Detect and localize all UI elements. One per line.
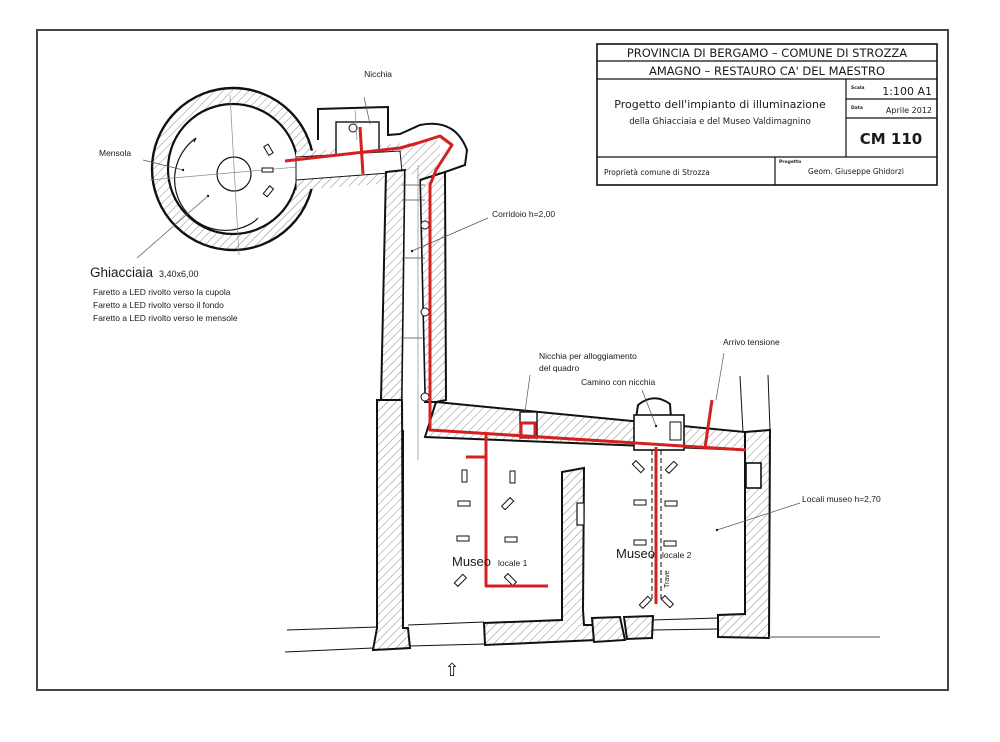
label-trave: Trave bbox=[664, 570, 671, 588]
designer-name: Geom. Giuseppe Ghidorzi bbox=[808, 167, 904, 176]
legend-item-2: Faretto a LED rivolto verso il fondo bbox=[93, 300, 224, 310]
label-nicchia-quadro-2: del quadro bbox=[539, 363, 579, 373]
electrical-wiring bbox=[284, 126, 747, 604]
project-title-2: della Ghiacciaia e del Museo Valdimagnin… bbox=[629, 117, 811, 127]
label-nicchia: Nicchia bbox=[364, 69, 392, 79]
museum-led-fixtures bbox=[453, 459, 719, 610]
drawing-code: CM 110 bbox=[860, 130, 922, 148]
legend-item-3: Faretto a LED rivolto verso le mensole bbox=[93, 313, 238, 323]
label-museo-2: Museo locale 2 bbox=[616, 546, 692, 561]
label-corridoio: Corridoio h=2,00 bbox=[492, 209, 555, 219]
museo2-name: Museo bbox=[616, 546, 655, 561]
label-locali-museo: Locali museo h=2,70 bbox=[802, 494, 881, 504]
annotations: Nicchia Mensola Corridoio h=2,00 Ghiacci… bbox=[90, 69, 881, 680]
project-title-1: Progetto dell'impianto di illuminazione bbox=[614, 98, 826, 111]
label-arrivo: Arrivo tensione bbox=[723, 337, 780, 347]
museo-structure bbox=[284, 374, 880, 653]
scale-value: 1:100 A1 bbox=[882, 85, 932, 98]
ghiacciaia-structure bbox=[149, 86, 321, 256]
entrance-arrow-icon: ⇧ bbox=[444, 660, 459, 680]
museo2-sub: locale 2 bbox=[662, 550, 692, 560]
title-line-1: PROVINCIA DI BERGAMO – COMUNE DI STROZZA bbox=[627, 46, 907, 60]
date-label: Data bbox=[851, 105, 863, 111]
owner-text: Proprietà comune di Strozza bbox=[604, 168, 710, 177]
designer-label: Progetto bbox=[779, 159, 801, 165]
label-mensola: Mensola bbox=[99, 148, 131, 158]
label-nicchia-quadro-1: Nicchia per alloggiamento bbox=[539, 351, 637, 361]
sheet-border bbox=[36, 29, 949, 691]
ghiacciaia-name: Ghiacciaia bbox=[90, 265, 154, 280]
corridoio-structure bbox=[379, 165, 448, 460]
museo1-name: Museo bbox=[452, 554, 491, 569]
date-value: Aprile 2012 bbox=[886, 106, 932, 115]
leader-lines bbox=[136, 96, 801, 531]
title-line-2: AMAGNO – RESTAURO CA' DEL MAESTRO bbox=[649, 64, 885, 78]
title-block: PROVINCIA DI BERGAMO – COMUNE DI STROZZA… bbox=[596, 43, 938, 186]
ghiacciaia-dims: 3,40x6,00 bbox=[159, 269, 199, 279]
scale-label: Scala bbox=[851, 85, 865, 91]
museo1-sub: locale 1 bbox=[498, 558, 528, 568]
legend-item-1: Faretto a LED rivolto verso la cupola bbox=[93, 287, 231, 297]
label-ghiacciaia: Ghiacciaia 3,40x6,00 bbox=[90, 265, 199, 280]
label-museo-1: Museo locale 1 bbox=[452, 554, 528, 569]
label-camino: Camino con nicchia bbox=[581, 377, 655, 387]
